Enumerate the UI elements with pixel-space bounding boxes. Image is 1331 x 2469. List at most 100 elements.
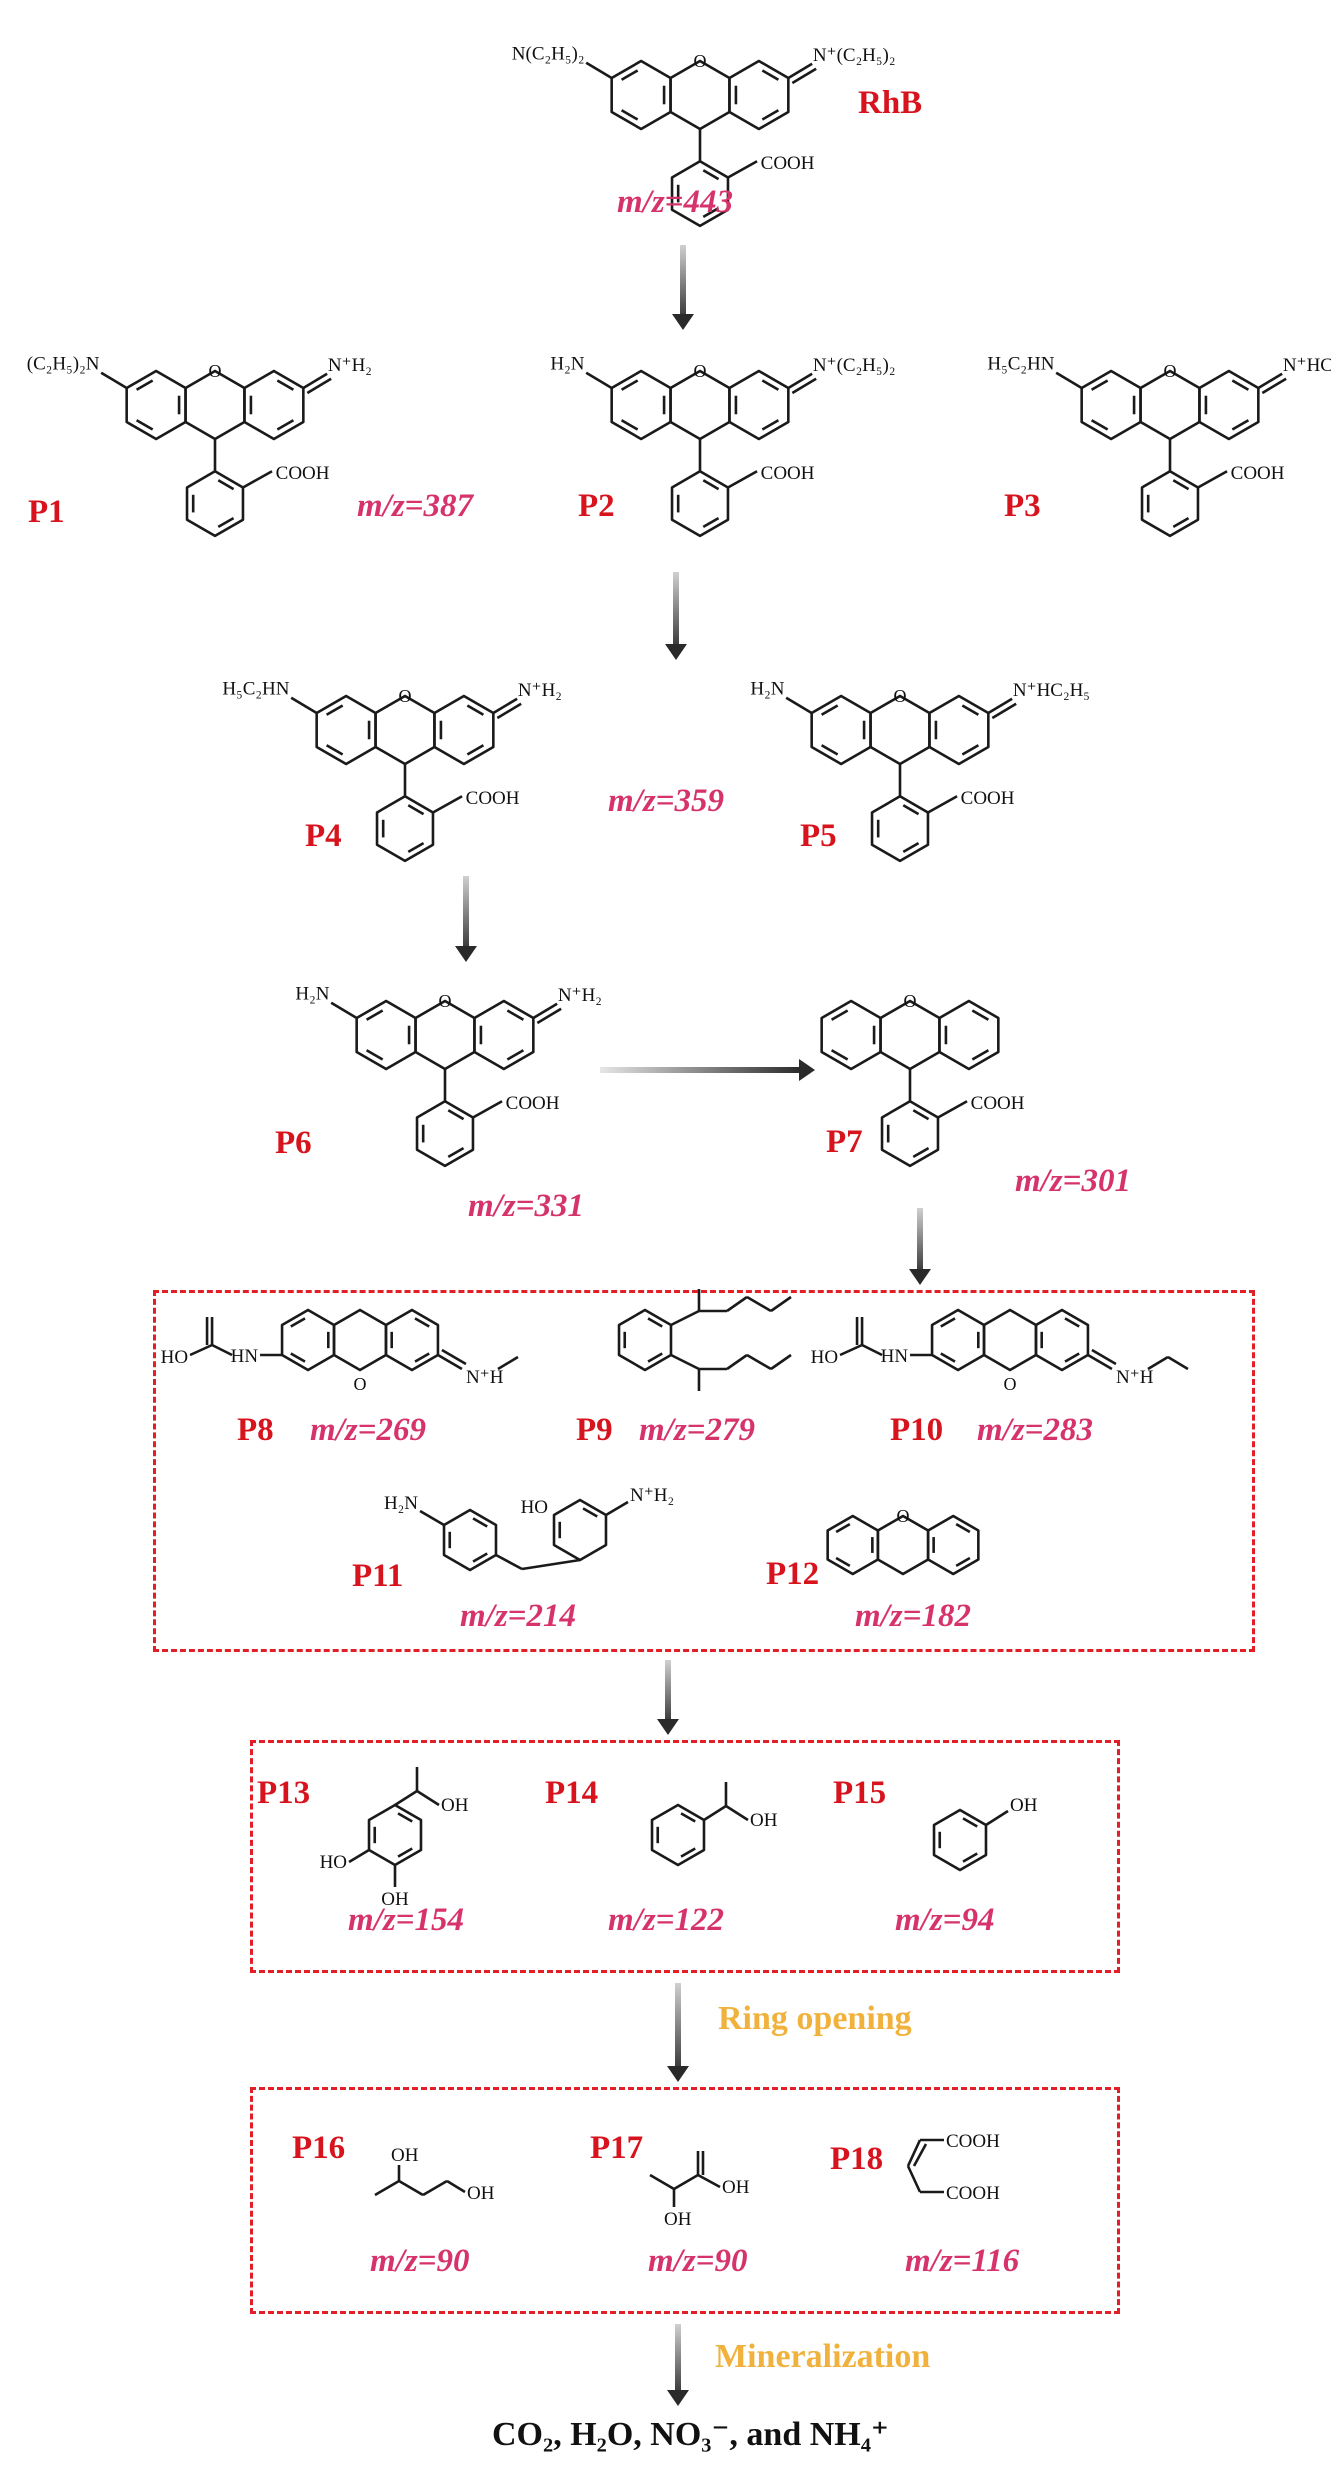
double-bond	[407, 804, 425, 816]
p10-nh-plus-group: N⁺H	[1116, 1367, 1154, 1388]
p2-left-group: H₂N	[550, 353, 584, 374]
double-bond	[397, 1812, 413, 1823]
p1-cooh-bond	[242, 470, 273, 489]
p17-c1	[649, 2173, 675, 2191]
double-bond	[414, 1317, 430, 1328]
p8-imine-double	[441, 1348, 467, 1366]
mz-p7: m/z=301	[1015, 1163, 1131, 1199]
p6-cooh-bond	[472, 1100, 503, 1119]
double-bond	[702, 479, 720, 491]
p5-cooh-group: COOH	[961, 788, 1015, 809]
p1-o-atom: O	[209, 361, 222, 381]
double-bond	[647, 1352, 663, 1363]
p8-hn-group: HN	[231, 1346, 259, 1367]
p1-phenyl-ring	[185, 469, 245, 538]
double-bond	[620, 419, 639, 431]
mz-p15: m/z=94	[895, 1902, 995, 1938]
label-rhb: RhB	[858, 85, 923, 121]
double-bond	[1172, 516, 1190, 529]
double-bond	[820, 744, 839, 756]
p3-cooh-group: COOH	[1231, 463, 1285, 484]
mz-p14: m/z=122	[608, 1902, 724, 1938]
p4-left-group: H₅C₂HN	[222, 678, 289, 699]
p11-nh2-bond	[419, 1509, 445, 1527]
double-bond	[940, 1352, 956, 1363]
double-bond	[325, 744, 344, 756]
p5-left-sub-bond	[785, 696, 813, 715]
p6-central-ring	[414, 999, 476, 1071]
p10-ho-group: HO	[811, 1347, 838, 1368]
p7-phenyl-ring	[880, 1100, 940, 1168]
p11-ch2-bond	[495, 1553, 523, 1571]
label-p17: P17	[590, 2130, 644, 2166]
p7-right-ring	[938, 999, 1000, 1071]
p6-right-sub-bond	[532, 1002, 558, 1020]
double-bond	[414, 1352, 430, 1363]
p9-chain-b3	[770, 1353, 792, 1371]
double-bond	[506, 1009, 525, 1021]
p7-left-ring	[820, 999, 882, 1071]
double-bond	[135, 419, 154, 431]
p5-phenyl-ring	[870, 794, 930, 863]
double-bond	[835, 1556, 851, 1568]
p4-o-atom: O	[399, 686, 412, 706]
double-bond	[940, 1317, 956, 1328]
p16-oh-group-1: OH	[391, 2145, 419, 2166]
arrow-p2-to-p4p5-shaft	[673, 572, 679, 646]
double-bond	[912, 1109, 930, 1121]
double-bond	[1090, 379, 1109, 391]
double-bond	[1064, 1352, 1080, 1363]
double-bond	[620, 109, 639, 121]
p5-right-sub-double	[991, 702, 1017, 720]
arrow-p4-to-p6-head	[455, 946, 477, 962]
rhb-left-sub-bond	[585, 61, 613, 80]
rhb-cooh-group: COOH	[761, 153, 815, 174]
p3-right-ring	[1198, 369, 1260, 441]
p8-right-ring	[384, 1308, 440, 1372]
p16-c1	[374, 2179, 400, 2197]
p7-central-ring	[879, 999, 941, 1071]
p9-chain-b2	[746, 1353, 772, 1371]
arrow-mineralization-shaft	[675, 2324, 681, 2392]
arrow-p4-to-p6-shaft	[463, 876, 469, 948]
p5-central-ring	[869, 694, 931, 766]
p3-left-sub-bond	[1055, 371, 1083, 390]
arrow-group-to-p13p15-shaft	[665, 1660, 671, 1721]
double-bond	[276, 419, 295, 431]
double-bond	[902, 841, 920, 854]
p11-ho-group: HO	[521, 1497, 548, 1518]
p3-left-group: H₅C₂HN	[987, 353, 1054, 374]
double-bond	[365, 1009, 384, 1021]
double-bond	[447, 1109, 465, 1121]
double-bond	[647, 1317, 663, 1328]
mz-p8: m/z=269	[310, 1412, 426, 1448]
p3-right-sub-double	[1261, 377, 1287, 395]
p18-c2	[906, 2165, 922, 2193]
p10-alkyl-bond	[1147, 1355, 1169, 1371]
mz-p6: m/z=331	[468, 1188, 584, 1224]
arrow-p6-to-p7-shaft	[600, 1067, 801, 1073]
p10-imine-bond	[1087, 1353, 1113, 1371]
double-bond	[447, 1146, 465, 1159]
label-p18: P18	[830, 2141, 884, 2177]
double-bond	[472, 1517, 488, 1528]
p1-central-ring	[184, 369, 246, 441]
p10-ho-bond	[839, 1343, 863, 1357]
p1-left-group: (C₂H₅)₂N	[27, 353, 100, 374]
arrow-p6-to-p7-head	[799, 1059, 815, 1081]
p4-right-sub-double	[496, 702, 522, 720]
double-bond	[1064, 1317, 1080, 1328]
p9-chain-b1	[726, 1353, 748, 1371]
double-bond	[961, 704, 980, 716]
p4-left-sub-bond	[290, 696, 318, 715]
rhb-o-atom: O	[694, 51, 707, 71]
arrow-mineralization-head	[667, 2390, 689, 2406]
arrow-rhb-to-p1p3-head	[672, 314, 694, 330]
p2-cooh-group: COOH	[761, 463, 815, 484]
label-p10: P10	[890, 1412, 944, 1448]
double-bond	[466, 744, 485, 756]
p10-hn-group: HN	[881, 1346, 909, 1367]
double-bond	[702, 206, 720, 219]
p2-right-ring	[728, 369, 790, 441]
p8-ho-bond	[189, 1343, 213, 1357]
